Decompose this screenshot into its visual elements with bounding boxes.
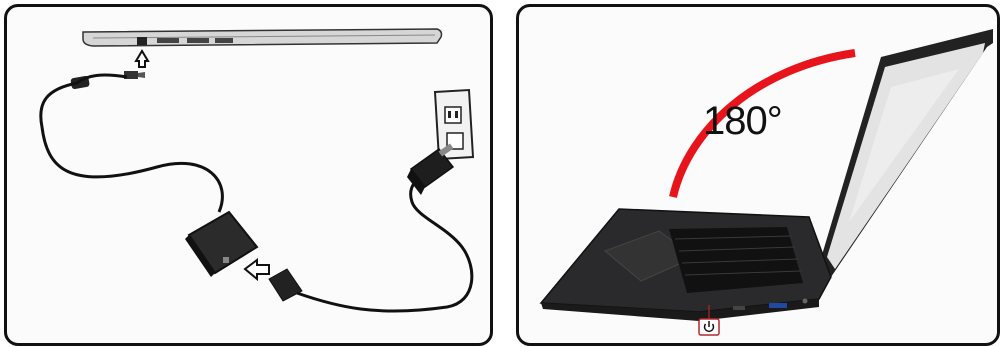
wall-plug <box>407 144 453 195</box>
angle-label: 180° <box>703 99 782 144</box>
open-lid-panel: 180° <box>516 4 1000 346</box>
port-icon <box>733 306 745 310</box>
laptop-side-view <box>83 29 442 46</box>
laptop-open-illustration <box>519 7 997 343</box>
laptop-lid <box>819 29 993 277</box>
port-icon <box>187 38 209 43</box>
up-arrow-icon <box>136 51 148 67</box>
power-button[interactable] <box>699 319 719 335</box>
ac-adapter-connection-panel <box>4 4 493 346</box>
usb-port <box>769 303 787 308</box>
ac-plug <box>269 269 302 301</box>
dc-in-jack <box>137 37 147 45</box>
port-icon <box>157 38 179 43</box>
port-icon <box>803 299 808 304</box>
wall-outlet <box>435 90 473 159</box>
left-arrow-icon <box>245 260 269 279</box>
laptop-base <box>541 209 831 321</box>
ac-adapter-illustration <box>7 7 490 343</box>
power-cord <box>297 175 472 311</box>
dc-cable <box>41 75 223 212</box>
port-icon <box>215 38 233 43</box>
